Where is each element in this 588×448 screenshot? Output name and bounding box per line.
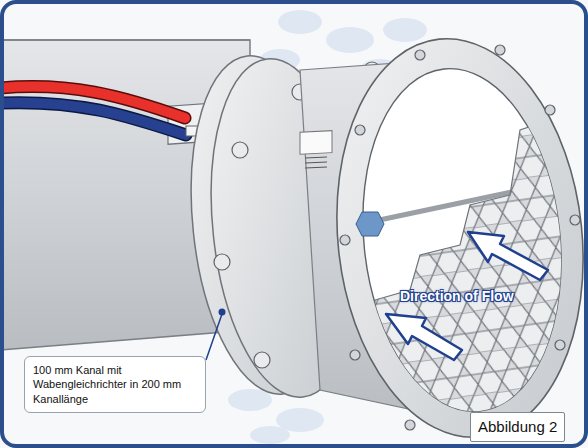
flow-label: Direction of Flow xyxy=(400,288,514,304)
node-text: 100 mm Kanal mit Wabengleichrichter in 2… xyxy=(33,363,197,406)
figure-caption-box: Abbildung 2 xyxy=(470,412,565,442)
callout-box: 100 mm Kanal mit Wabengleichrichter in 2… xyxy=(24,356,206,413)
node-text: Abbildung 2 xyxy=(478,418,557,436)
